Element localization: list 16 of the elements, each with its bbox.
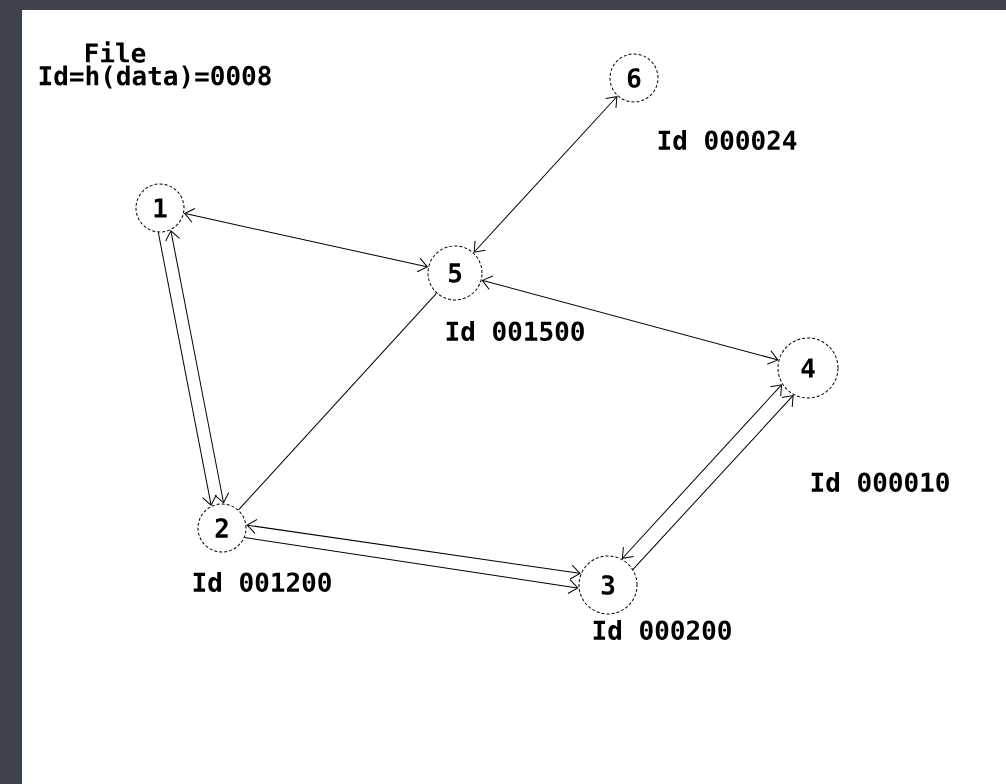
arrow [481, 275, 779, 365]
arrow [246, 519, 581, 580]
arrow [165, 230, 230, 504]
heading-text: File [86, 41, 146, 63]
id-label: Id 001200 [193, 571, 331, 593]
arrow [632, 395, 794, 570]
arrow [621, 384, 783, 559]
heading-text: Id=h(data)=0008 [39, 65, 271, 89]
arrow [244, 537, 579, 595]
arrow [184, 208, 428, 273]
id-label: Id 000024 [658, 129, 797, 151]
id-label: Id 000200 [593, 619, 731, 641]
arrow [473, 96, 618, 253]
id-label: Id 000010 [811, 471, 949, 493]
arrow [157, 231, 217, 506]
id-label: Id 001500 [446, 320, 584, 342]
